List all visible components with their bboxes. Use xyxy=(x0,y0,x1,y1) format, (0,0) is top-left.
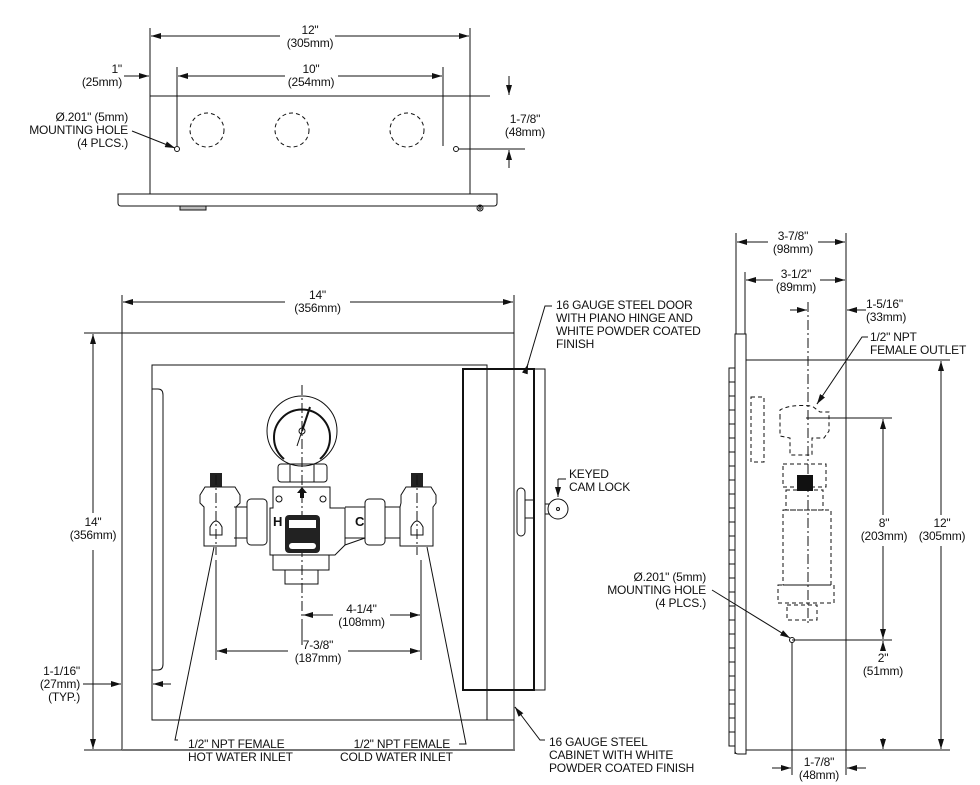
hinge-knuckle xyxy=(728,703,736,719)
knockout-2 xyxy=(274,112,310,148)
top-view-hinge-tab xyxy=(179,205,207,211)
mounting-hole-left xyxy=(174,146,180,152)
hinge-knuckle xyxy=(728,465,736,481)
side-box-height-label: 12"(305mm) xyxy=(918,516,966,543)
side-hole-height-label: 2"(51mm) xyxy=(862,651,904,678)
hinge-knuckle xyxy=(728,451,736,467)
hinge-knuckle xyxy=(728,619,736,635)
hinge-knuckle xyxy=(728,493,736,509)
side-view xyxy=(711,233,950,775)
hinge-knuckle xyxy=(728,563,736,579)
hinge-knuckle xyxy=(728,605,736,621)
top-mounting-hole-callout: Ø.201" (5mm)MOUNTING HOLE(4 PLCS.) xyxy=(29,110,128,150)
top-view xyxy=(117,28,525,212)
knockout-1 xyxy=(189,112,225,148)
hinge-knuckle xyxy=(728,535,736,551)
mounting-hole-right xyxy=(453,146,459,152)
cam-lock-key xyxy=(547,498,569,520)
front-overall-height-label: 14"(356mm) xyxy=(69,515,117,542)
top-view-lock-icon xyxy=(476,204,484,212)
top-hole-spacing-label: 10"(254mm) xyxy=(287,62,335,89)
hinge-knuckle xyxy=(728,395,736,411)
front-overall-width-label: 14"(356mm) xyxy=(294,288,341,315)
hot-side-label: H xyxy=(273,514,283,529)
side-mounting-hole-callout: Ø.201" (5mm)MOUNTING HOLE(4 PLCS.) xyxy=(607,570,706,610)
side-valve-hidden xyxy=(750,396,835,621)
top-edge-offset-label: 1"(25mm) xyxy=(81,62,122,89)
hinge-knuckle xyxy=(728,717,736,733)
cam-lock-lever xyxy=(516,487,526,537)
hinge-knuckle xyxy=(728,633,736,649)
top-view-flange xyxy=(117,193,498,207)
cold-side-label: C xyxy=(355,514,365,529)
hinge-knuckle xyxy=(728,423,736,439)
hinge-knuckle xyxy=(728,661,736,677)
side-door xyxy=(734,333,747,755)
hinge-knuckle xyxy=(728,675,736,691)
front-flange-label: 1-1/16"(27mm)(TYP.) xyxy=(39,664,80,704)
hinge-knuckle xyxy=(728,549,736,565)
top-hole-depth-label: 1-7/8"(48mm) xyxy=(504,112,546,139)
mixing-valve xyxy=(199,385,437,625)
side-box xyxy=(745,359,847,751)
side-overall-depth-label: 3-7/8"(98mm) xyxy=(772,229,814,256)
flange-lip xyxy=(152,388,164,671)
side-box-depth-label: 3-1/2"(89mm) xyxy=(775,267,817,294)
hinge-knuckle xyxy=(728,507,736,523)
piano-hinge xyxy=(533,368,546,691)
door-panel xyxy=(462,368,535,691)
hinge-knuckle xyxy=(728,731,736,747)
inlet-spacing-label: 7-3/8"(187mm) xyxy=(294,638,342,665)
hinge-knuckle xyxy=(728,409,736,425)
hinge-knuckle xyxy=(728,577,736,593)
hinge-knuckle xyxy=(728,647,736,663)
hinge-knuckle xyxy=(728,479,736,495)
knockout-3 xyxy=(389,112,425,148)
side-outlet-depth-label: 1-5/16"(33mm) xyxy=(866,297,907,324)
side-outlet-height-label: 8"(203mm) xyxy=(860,516,908,543)
hinge-knuckle xyxy=(728,521,736,537)
hinge-knuckle xyxy=(728,381,736,397)
cabinet-opening xyxy=(151,364,488,721)
hinge-knuckle xyxy=(728,437,736,453)
side-hole-depth-label: 1-7/8"(48mm) xyxy=(798,755,840,782)
front-view xyxy=(83,295,569,751)
outlet-offset-label: 4-1/4"(108mm) xyxy=(338,602,385,629)
top-overall-width-label: 12"(305mm) xyxy=(286,23,334,50)
hinge-knuckle xyxy=(728,367,736,383)
side-hinge xyxy=(728,367,736,747)
temperature-gauge xyxy=(266,395,338,467)
hinge-knuckle xyxy=(728,689,736,705)
